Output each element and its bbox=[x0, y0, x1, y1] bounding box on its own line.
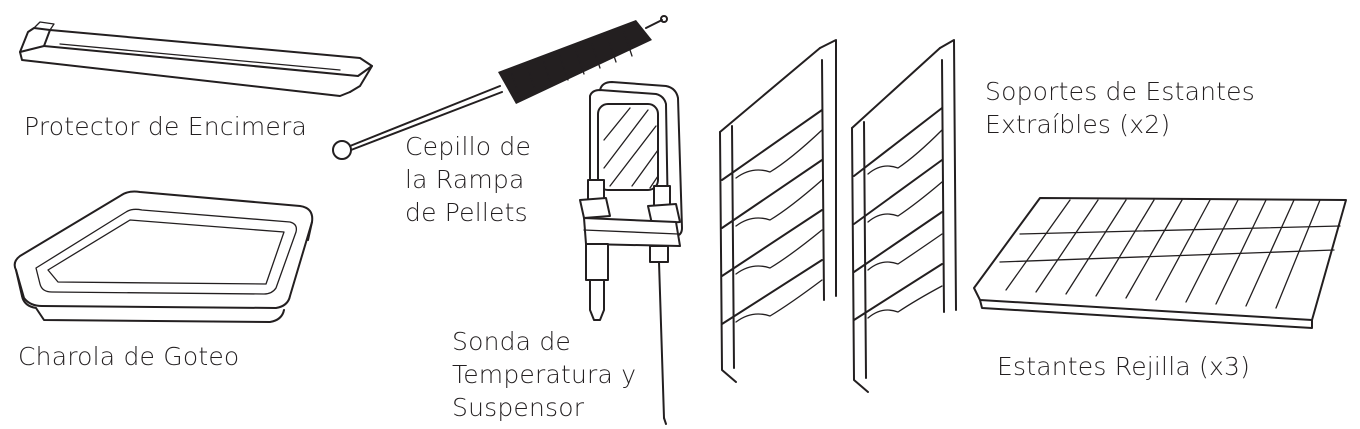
label-line: Temperatura y bbox=[452, 360, 637, 389]
label-line: la Rampa bbox=[405, 165, 525, 194]
label-sonda-temperatura: Sonda de Temperatura y Suspensor bbox=[452, 325, 636, 424]
label-line: de Pellets bbox=[405, 198, 528, 227]
label-protector-de-encimera: Protector de Encimera bbox=[24, 110, 307, 143]
temperature-probe-illustration bbox=[579, 81, 683, 425]
label-line: Cepillo de bbox=[405, 132, 532, 161]
label-line: Soportes de Estantes bbox=[985, 77, 1255, 106]
label-charola-de-goteo: Charola de Goteo bbox=[18, 340, 239, 373]
label-line: Protector de Encimera bbox=[24, 112, 307, 141]
label-line: Extraíbles (x2) bbox=[985, 110, 1171, 139]
label-line: Sonda de bbox=[452, 327, 571, 356]
label-line: Suspensor bbox=[452, 393, 585, 422]
counter-protector-illustration bbox=[19, 21, 373, 97]
label-cepillo-rampa-pellets: Cepillo de la Rampa de Pellets bbox=[405, 130, 531, 229]
brush-illustration bbox=[332, 15, 668, 160]
label-line: Estantes Rejilla (x3) bbox=[997, 352, 1251, 381]
label-soportes-estantes: Soportes de Estantes Extraíbles (x2) bbox=[985, 75, 1255, 141]
shelf-supports-illustration bbox=[719, 39, 957, 393]
drip-tray-illustration bbox=[13, 190, 314, 323]
label-estantes-rejilla: Estantes Rejilla (x3) bbox=[997, 350, 1250, 383]
wire-rack-illustration bbox=[973, 197, 1347, 329]
label-line: Charola de Goteo bbox=[18, 342, 240, 371]
